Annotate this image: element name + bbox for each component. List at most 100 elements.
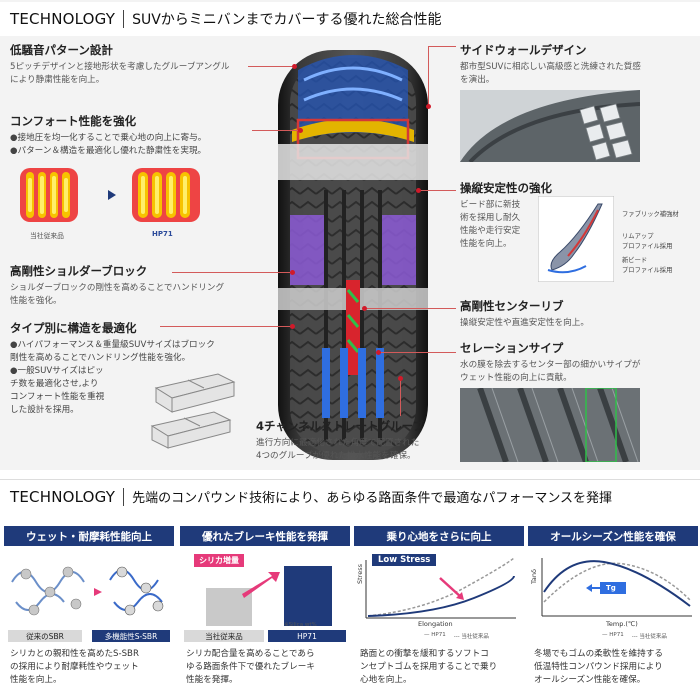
panel-wet-wear-desc: シリカとの親和性を高めたS-SBR の採用により耐摩耗性やウェット 性能を向上。 — [10, 648, 170, 687]
desc-line: 4つのグループが優れた排水性能を確保。 — [256, 451, 416, 461]
header-divider — [123, 487, 125, 506]
desc-line: ンセプトゴムを採用することで乗り — [360, 662, 498, 672]
panel-ride-comfort-title: 乗り心地をさらに向上 — [354, 526, 524, 546]
leader-line — [172, 272, 290, 273]
axis-label-temp: Temp.(℃) — [606, 620, 638, 628]
legend-conventional: --- 当社従来品 — [453, 634, 489, 640]
feature-stability-title: 操縦安定性の強化 — [460, 181, 552, 195]
panel-wet-wear-title: ウェット・耐摩耗性能向上 — [4, 526, 174, 546]
sidewall-photo — [460, 90, 640, 162]
desc-line: 性能や走行安定 — [460, 226, 521, 236]
bead-label: 新ビード — [622, 257, 648, 264]
leader-dot — [362, 306, 367, 311]
section1-title: SUVからミニバンまでカバーする優れた総合性能 — [132, 12, 442, 28]
panel-all-season-title: オールシーズン性能を確保 — [528, 526, 698, 546]
feature-structure-bullets: ●ハイパフォーマンス＆重量級SUVサイズはブロック 剛性を高めることでハンドリン… — [10, 339, 215, 417]
feature-center-rib: 高剛性センターリブ 操縦安定性や直進安定性を向上。 — [460, 298, 589, 330]
panel-brake-desc: シリカ配合量を高めることであら ゆる路面条件下で優れたブレーキ 性能を発揮。 — [186, 648, 346, 687]
legend-hp71: — HP71 — [602, 632, 624, 638]
curve-hp71 — [367, 575, 515, 617]
leader-dot — [416, 188, 421, 193]
tire-illustration — [278, 50, 428, 460]
legend-conventional: --- 当社従来品 — [631, 634, 667, 640]
bullet-line: ●ハイパフォーマンス＆重量級SUVサイズはブロック — [10, 340, 215, 350]
curve-hp71 — [543, 560, 691, 607]
silica-note: ※Silica wt% — [284, 622, 317, 628]
badge-silica: シリカ増量 — [194, 554, 244, 567]
bead-label: プロファイル採用 — [622, 267, 673, 274]
badge-low-stress: Low Stress — [372, 554, 437, 566]
desc-line: 性能を向上。 — [460, 239, 512, 249]
pressure-map-hp71 — [132, 168, 200, 222]
bullet-line: 剛性を高めることでハンドリング性能を強化。 — [10, 353, 191, 363]
tan-delta-chart — [541, 558, 692, 617]
feature-center-rib-desc: 操縦安定性や直進安定性を向上。 — [460, 317, 589, 330]
bullet-line: ●一般SUVサイズはピッ — [10, 366, 104, 376]
desc-line: 路面との衝撃を緩和するソフトコ — [360, 649, 489, 659]
feature-groove-desc: 進行方向に最適化された角度で配置された 4つのグループが優れた排水性能を確保。 — [256, 437, 424, 463]
arrow-up-right-icon — [242, 572, 280, 598]
feature-shoulder-desc: ショルダーブロックの剛性を高めることでハンドリング 性能を強化。 — [10, 282, 224, 308]
bead-cross-section — [538, 196, 614, 282]
panel-all-season: オールシーズン性能を確保 Tg Tanδ Temp.(℃) — HP71 ---… — [528, 526, 698, 700]
panel-brake-title: 優れたブレーキ性能を発揮 — [180, 526, 350, 546]
feature-low-noise-title: 低騒音パターン設計 — [10, 43, 113, 57]
feature-groove: 4チャンネルストレートグルーブ 進行方向に最適化された角度で配置された 4つのグ… — [256, 418, 424, 463]
desc-line: 心地を向上。 — [360, 675, 412, 685]
desc-line: シリカとの親和性を高めたS-SBR — [10, 649, 139, 659]
tg-label: Tg — [606, 584, 616, 592]
desc-line: 水の膜を除去するセンター部の細かいサイプが — [460, 360, 641, 370]
leader-dot — [398, 376, 403, 381]
feature-low-noise-desc: 5ピッチデザインと接地形状を考慮したグルーブアングル により静粛性能を向上。 — [10, 61, 229, 87]
arrow-right-icon — [108, 190, 116, 200]
axis-label-tandelta: Tanδ — [530, 569, 538, 584]
pressure-map-conventional — [20, 168, 78, 222]
section2-header: TECHNOLOGY 先端のコンパウンド技術により、あらゆる路面条件で最適なパフ… — [0, 479, 700, 513]
bullet-line: ●接地圧を均一化することで乗心地の向上に寄与。 — [10, 133, 207, 143]
leader-line — [252, 130, 300, 131]
desc-line: 冬場でもゴムの柔軟性を維持する — [534, 649, 663, 659]
feature-center-rib-title: 高剛性センターリブ — [460, 299, 564, 313]
desc-line: ショルダーブロックの剛性を高めることでハンドリング — [10, 283, 225, 293]
leader-dot — [290, 324, 295, 329]
axis-label-stress: Stress — [356, 564, 364, 584]
sipe-photo — [460, 388, 640, 462]
feature-comfort-bullets: ●接地圧を均一化することで乗心地の向上に寄与。 ●パターン＆構造を最適化し優れた… — [10, 132, 206, 158]
silica-bar-chart — [206, 566, 332, 626]
bead-label: ファブリック補強材 — [622, 211, 679, 218]
feature-serration-title: セレーションサイプ — [460, 341, 564, 355]
section1-label: TECHNOLOGY — [10, 10, 116, 28]
desc-line: ウェット性能の向上に貢献。 — [460, 373, 572, 383]
feature-shoulder-title: 高剛性ショルダーブロック — [10, 264, 148, 278]
desc-line: 低温特性コンパウンド採用により — [534, 662, 663, 672]
feature-serration: セレーションサイプ 水の膜を除去するセンター部の細かいサイプが ウェット性能の向… — [460, 340, 640, 385]
desc-line: ゆる路面条件下で優れたブレーキ — [186, 662, 315, 672]
desc-line: 性能を発揮。 — [186, 675, 238, 685]
desc-line: 性能を強化。 — [10, 296, 62, 306]
curve-conventional — [367, 557, 515, 617]
desc-line: 進行方向に最適化された角度で配置された — [256, 438, 420, 448]
leader-dot — [292, 64, 297, 69]
bullet-line: チ数を最適化させ,より — [10, 379, 99, 389]
feature-stability-desc: ビード部に新技 術を採用し耐久 性能や走行安定 性能を向上。 — [460, 199, 552, 251]
tag-hp71: HP71 — [268, 630, 346, 642]
tg-marker — [600, 582, 626, 594]
legend-hp71: — HP71 — [424, 632, 446, 638]
leader-line — [428, 46, 456, 47]
panel-wet-wear: ウェット・耐摩耗性能向上 従来のSBR 多機能性S-SBR シリカとの親和性を高… — [4, 526, 174, 700]
bar-hp71 — [284, 566, 332, 626]
feature-sidewall-desc: 都市型SUVに相応しい高級感と洗練された質感 を演出。 — [460, 61, 641, 87]
desc-line: 性能を向上。 — [10, 675, 62, 685]
tag-conventional-sbr: 従来のSBR — [8, 630, 82, 642]
arrow-left-icon — [586, 584, 592, 592]
desc-line: 術を採用し耐久 — [460, 213, 521, 223]
desc-line: により静粛性能を向上。 — [10, 75, 105, 85]
feature-low-noise: 低騒音パターン設計 5ピッチデザインと接地形状を考慮したグルーブアングル により… — [10, 42, 229, 87]
caption-hp71: HP71 — [152, 230, 173, 238]
desc-line: の採用により耐摩耗性やウェット — [10, 662, 139, 672]
bead-label: リムアップ — [622, 233, 654, 240]
desc-line: シリカ配合量を高めることであら — [186, 649, 315, 659]
stress-elongation-chart — [365, 557, 516, 619]
bullet-line: した設計を採用。 — [10, 405, 79, 415]
header-divider — [123, 10, 125, 28]
